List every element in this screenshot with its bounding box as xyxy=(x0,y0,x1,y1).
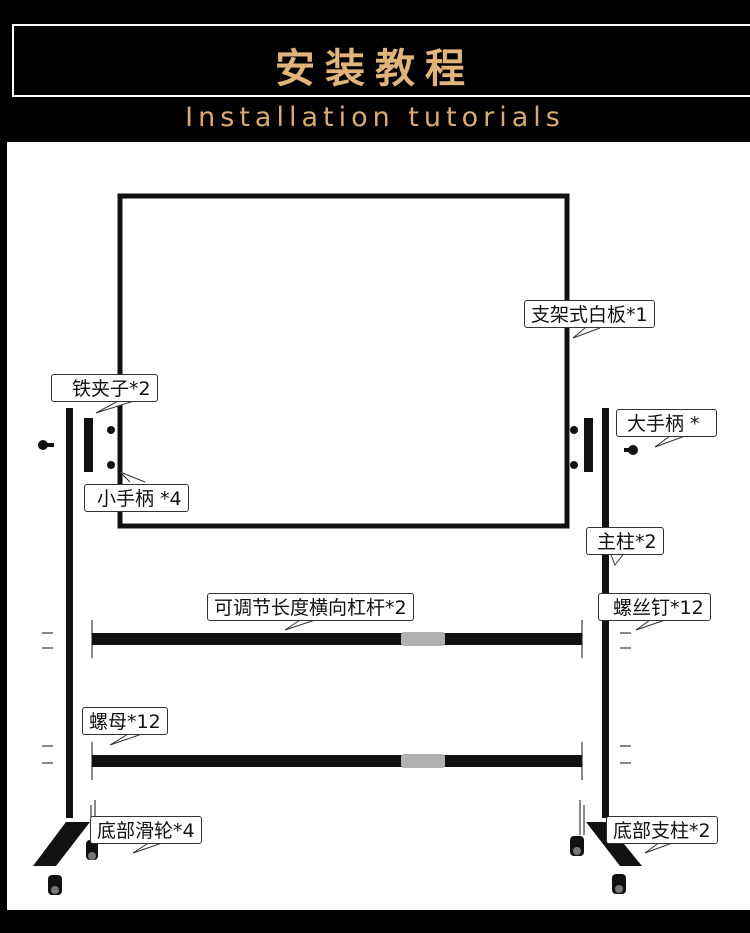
label-caster: 底部滑轮*4 xyxy=(90,816,202,844)
right-base-post xyxy=(579,800,642,866)
caster-wheel xyxy=(48,875,62,895)
crossbar-upper xyxy=(91,620,583,658)
label-whiteboard: 支架式白板*1 xyxy=(524,300,655,328)
crossbar-lower xyxy=(91,742,583,780)
label-iron-clip: 铁夹子*2 xyxy=(51,374,158,402)
header: 安装教程 Installation tutorials xyxy=(0,0,750,142)
label-base-post: 底部支柱*2 xyxy=(606,816,718,844)
label-screw: 螺丝钉*12 xyxy=(598,593,711,621)
label-big-handle: 大手柄 * xyxy=(616,409,717,437)
left-big-handle xyxy=(38,440,54,450)
left-main-post xyxy=(66,408,73,818)
small-handle-dot xyxy=(107,461,115,469)
small-handle-dot xyxy=(107,426,115,434)
title-frame xyxy=(12,24,750,97)
label-main-post: 主柱*2 xyxy=(586,527,664,555)
label-nut: 螺母*12 xyxy=(82,707,168,735)
caster-wheel xyxy=(612,874,626,894)
page-subtitle: Installation tutorials xyxy=(185,102,565,133)
caster-wheel xyxy=(570,836,584,856)
left-base-post xyxy=(33,800,96,866)
caster-wheel xyxy=(86,840,98,860)
page-title: 安装教程 xyxy=(275,45,475,92)
small-handle-dot xyxy=(570,426,578,434)
callout-tails xyxy=(95,327,686,854)
right-big-handle xyxy=(624,445,638,455)
label-crossbar: 可调节长度横向杠杆*2 xyxy=(207,593,414,621)
label-small-handle: 小手柄 *4 xyxy=(84,484,189,512)
screw-marks xyxy=(42,632,631,764)
whiteboard-frame xyxy=(117,193,570,529)
small-handle-dot xyxy=(570,461,578,469)
right-iron-clip xyxy=(584,418,593,472)
left-iron-clip xyxy=(84,418,93,472)
